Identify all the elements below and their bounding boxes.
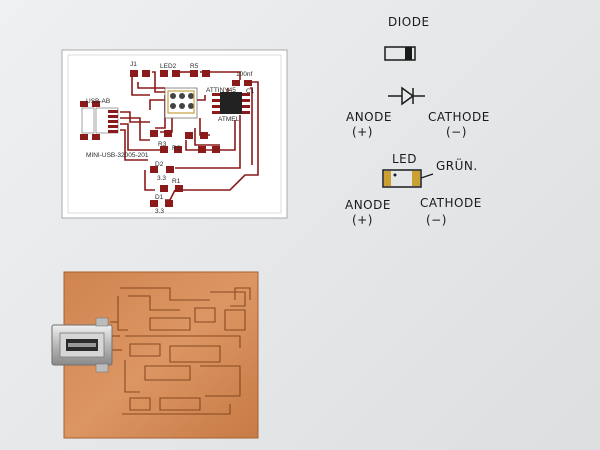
label-usb-ab: USB-AB — [86, 98, 110, 105]
label-attiny: ATTINY45 — [206, 87, 236, 94]
note-anode-1: ANODE — [346, 110, 392, 124]
diode-symbol — [388, 86, 425, 106]
label-r2: R2 — [172, 145, 181, 152]
note-grun: GRÜN. — [436, 157, 478, 173]
note-cathode-1-sign: (−) — [446, 125, 467, 139]
label-d2: D2 — [155, 161, 164, 168]
label-r3: R3 — [158, 141, 167, 148]
attiny-chip — [212, 92, 250, 114]
mini-usb-connector — [51, 317, 113, 373]
label-led2: LED2 — [160, 63, 177, 70]
note-diode-title: DIODE — [388, 15, 430, 29]
label-r5: R5 — [190, 63, 199, 70]
passive-components — [130, 70, 252, 207]
label-d2-value: 3.3 — [157, 175, 166, 182]
led-package-sketch — [382, 169, 434, 188]
sheet-inner-border — [67, 54, 282, 214]
note-anode-2: ANODE — [345, 198, 391, 212]
note-cathode-1: CATHODE — [428, 110, 490, 124]
note-anode-1-sign: (+) — [352, 125, 373, 139]
label-j1: J1 — [130, 61, 137, 68]
label-atmel: ATMEL — [218, 116, 240, 123]
diode-package-sketch — [384, 46, 416, 61]
label-c1: C1 — [246, 88, 255, 95]
copper-pcb — [51, 271, 259, 439]
label-r1: R1 — [172, 178, 181, 185]
diode-band-sketch — [405, 47, 412, 60]
isp-header — [164, 87, 198, 119]
note-cathode-2: CATHODE — [420, 196, 482, 210]
label-d1-value: 3.3 — [155, 208, 164, 215]
label-cap-value: 100nf — [236, 71, 252, 78]
note-led-title: LED — [392, 152, 417, 166]
label-d1: D1 — [155, 194, 164, 201]
usb-footprint — [80, 101, 119, 140]
handwritten-notes: DIODE ANODE (+) CATHODE (−) LED GRÜN. AN… — [345, 15, 490, 227]
label-mini-usb: MINI-USB-32005-201 — [86, 152, 149, 159]
note-anode-2-sign: (+) — [352, 213, 373, 227]
printed-layout-sheet: J1 LED2 R5 100nf C1 USB-AB MINI-USB-3200… — [61, 49, 288, 219]
pcb-milled-traces — [110, 287, 251, 415]
note-cathode-2-sign: (−) — [426, 213, 447, 227]
